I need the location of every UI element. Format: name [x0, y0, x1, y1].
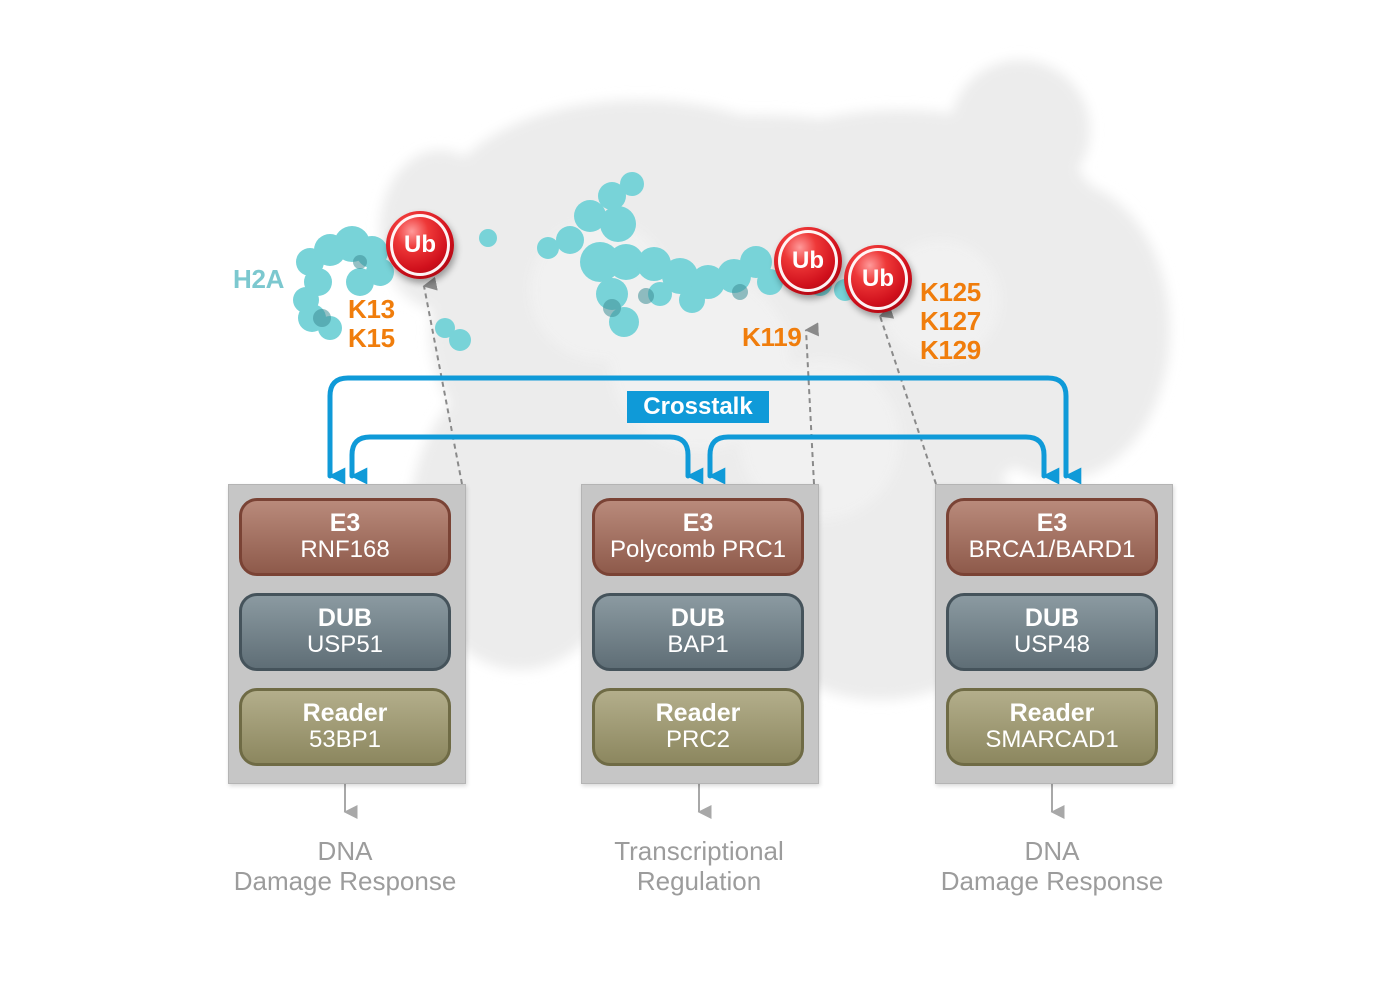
site-k127: K127 [920, 306, 981, 337]
outcome-label-1: DNA Damage Response [195, 836, 495, 896]
reader-title: Reader [1009, 699, 1095, 728]
site-label-k13-k15: K13 K15 [348, 294, 395, 354]
site-k125: K125 [920, 277, 981, 307]
h2a-label: H2A [233, 264, 285, 294]
ubiquitin-k13-k15: Ub [386, 211, 454, 279]
dub-name: USP51 [306, 631, 384, 659]
inner-crosstalk-arrow-left [349, 434, 704, 485]
site-k129: K129 [920, 335, 981, 366]
inner-crosstalk-arrow-right [707, 434, 1060, 485]
ubiquitin-k125-k129: Ub [844, 245, 912, 313]
dub-card: DUB BAP1 [592, 593, 804, 671]
crosstalk-arrows [327, 375, 1082, 485]
site-label-k119: K119 [742, 322, 802, 352]
dub-card: DUB USP51 [239, 593, 451, 671]
outcome-arrows [343, 782, 1065, 819]
arrow-to-ub-k13-k15 [422, 276, 463, 485]
dub-name: BAP1 [667, 631, 729, 659]
ubiquitin-k119: Ub [774, 227, 842, 295]
ub-site-arrows [422, 276, 937, 485]
reader-card: Reader PRC2 [592, 688, 804, 766]
outcome-label-2: Transcriptional Regulation [549, 836, 849, 896]
e3-card: E3 Polycomb PRC1 [592, 498, 804, 576]
outcome-line-2: Damage Response [940, 866, 1164, 897]
e3-card: E3 RNF168 [239, 498, 451, 576]
reader-name: PRC2 [665, 726, 731, 754]
e3-title: E3 [682, 509, 714, 538]
dub-title: DUB [670, 604, 726, 633]
reader-card: Reader 53BP1 [239, 688, 451, 766]
outer-crosstalk-arrow [327, 375, 1082, 485]
dub-title: DUB [317, 604, 373, 633]
outcome-line-1: DNA [1024, 836, 1080, 866]
arrow-to-ub-k119 [804, 322, 819, 485]
dub-title: DUB [1024, 604, 1080, 633]
reader-title: Reader [302, 699, 388, 728]
outcome-line-1: Transcriptional [614, 836, 784, 866]
e3-name: RNF168 [300, 536, 390, 564]
e3-name: BRCA1/BARD1 [968, 536, 1136, 564]
site-k13: K13 [348, 294, 395, 324]
outcome-line-2: Regulation [636, 866, 762, 897]
arrow-to-ub-k125-k129 [878, 305, 937, 485]
reader-title: Reader [655, 699, 741, 728]
dub-name: USP48 [1013, 631, 1091, 659]
outcome-line-1: DNA [317, 836, 373, 866]
module-panel-3: E3 BRCA1/BARD1 DUB USP48 Reader SMARCAD1 [935, 484, 1173, 784]
reader-card: Reader SMARCAD1 [946, 688, 1158, 766]
reader-name: SMARCAD1 [985, 726, 1119, 754]
outcome-label-3: DNA Damage Response [902, 836, 1202, 896]
e3-title: E3 [1036, 509, 1068, 538]
outcome-line-2: Damage Response [233, 866, 457, 897]
dub-card: DUB USP48 [946, 593, 1158, 671]
site-k15: K15 [348, 323, 395, 354]
e3-name: Polycomb PRC1 [609, 536, 787, 564]
site-label-k125-k129: K125 K127 K129 [920, 277, 981, 366]
crosstalk-label: Crosstalk [627, 391, 769, 423]
e3-title: E3 [329, 509, 361, 538]
reader-name: 53BP1 [308, 726, 382, 754]
module-panel-2: E3 Polycomb PRC1 DUB BAP1 Reader PRC2 [581, 484, 819, 784]
e3-card: E3 BRCA1/BARD1 [946, 498, 1158, 576]
module-panel-1: E3 RNF168 DUB USP51 Reader 53BP1 [228, 484, 466, 784]
